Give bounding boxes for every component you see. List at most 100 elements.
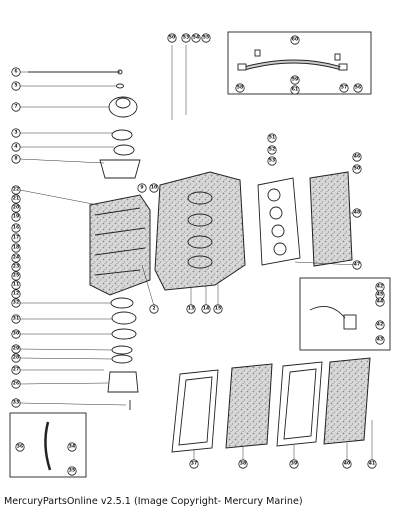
callout-circle: [11, 353, 21, 363]
callout-number: 57: [341, 85, 347, 91]
callout-33: 33: [11, 398, 21, 408]
callout-circle: [339, 83, 349, 93]
callout-number: 43: [377, 337, 383, 343]
callout-42: 42: [375, 320, 385, 330]
callout-16: 16: [11, 223, 21, 233]
callout-number: 28: [13, 355, 19, 361]
cylinder-block-part: [154, 171, 246, 291]
callout-circle: [167, 33, 177, 43]
callout-number: 33: [13, 400, 19, 406]
callout-circle: [11, 203, 21, 213]
callout-number: 40: [344, 461, 350, 467]
callout-number: 4: [14, 144, 17, 150]
callout-number: 35: [69, 468, 75, 474]
callout-61: 61: [290, 85, 300, 95]
callout-number: 3: [14, 130, 17, 136]
callout-27: 27: [11, 365, 21, 375]
callout-circle: [11, 329, 21, 339]
callout-number: 24: [13, 255, 19, 261]
callout-number: 5: [14, 83, 17, 89]
callout-8: 8: [11, 154, 21, 164]
callout-25: 25: [11, 271, 21, 281]
callout-circle: [186, 304, 196, 314]
callout-circle: [11, 128, 21, 138]
callout-number: 45: [377, 292, 383, 298]
callout-number: 51: [269, 135, 275, 141]
callout-34: 34: [67, 442, 77, 452]
callout-17: 17: [11, 233, 21, 243]
callout-number: 19: [13, 214, 19, 220]
callout-number: 58: [237, 85, 243, 91]
housing-part: [107, 371, 139, 393]
callout-circle: [181, 33, 191, 43]
callout-19: 19: [11, 212, 21, 222]
callout-6: 6: [11, 67, 21, 77]
callout-number: 56: [355, 85, 361, 91]
callout-number: 8: [14, 156, 17, 162]
lead-lines: [19, 45, 373, 461]
callout-circle: [201, 304, 211, 314]
callout-22: 22: [11, 185, 21, 195]
callout-number: 39: [291, 461, 297, 467]
callout-10: 10: [149, 183, 159, 193]
callout-circle: [67, 442, 77, 452]
gasket-part-left: [99, 159, 141, 179]
callout-18: 18: [11, 243, 21, 253]
callout-50: 50: [352, 164, 362, 174]
callout-circle: [367, 459, 377, 469]
callout-circle: [201, 33, 211, 43]
callout-number: 25: [13, 273, 19, 279]
callout-12: 12: [11, 289, 21, 299]
callout-circle: [352, 164, 362, 174]
hose-fitting-right: [338, 63, 348, 71]
callout-circle: [375, 335, 385, 345]
callout-circle: [11, 154, 21, 164]
callout-circle: [11, 243, 21, 253]
callout-number: 36: [17, 444, 23, 450]
callout-number: 30: [13, 331, 19, 337]
callout-number: 44: [377, 299, 383, 305]
parts-diagram: 6573482221201916171824232511123231302928…: [9, 31, 391, 478]
callout-circle: [267, 133, 277, 143]
callout-number: 27: [13, 367, 19, 373]
callout-40: 40: [342, 459, 352, 469]
callout-39: 39: [289, 459, 299, 469]
cover-plate-4: [323, 357, 371, 445]
callout-42: 42: [375, 282, 385, 292]
callout-46: 46: [352, 152, 362, 162]
callout-number: 10: [151, 185, 157, 191]
hose-fitting-left: [237, 63, 247, 71]
callout-15: 15: [213, 304, 223, 314]
callout-number: 15: [215, 306, 221, 312]
callout-9: 9: [137, 183, 147, 193]
callout-circle: [238, 459, 248, 469]
callout-38: 38: [238, 459, 248, 469]
callout-circle: [137, 183, 147, 193]
callout-number: 26: [13, 381, 19, 387]
callout-circle: [235, 83, 245, 93]
callout-circle: [375, 320, 385, 330]
callout-50: 50: [167, 33, 177, 43]
cover-plate-3: [276, 361, 323, 447]
callout-53: 53: [181, 33, 191, 43]
callout-24: 24: [11, 253, 21, 263]
callout-number: 22: [13, 187, 19, 193]
callout-circle: [290, 35, 300, 45]
callout-circle: [149, 183, 159, 193]
detail-box-sensor: [299, 277, 391, 351]
callout-circle: [67, 466, 77, 476]
callout-number: 53: [269, 158, 275, 164]
callout-circle: [352, 208, 362, 218]
detail-box-fuel-line: [9, 412, 87, 478]
callout-circle: [213, 304, 223, 314]
callout-circle: [375, 297, 385, 307]
callout-26: 26: [11, 379, 21, 389]
callout-circle: [11, 212, 21, 222]
callout-56: 56: [353, 83, 363, 93]
callout-number: 46: [354, 154, 360, 160]
callout-number: 6: [14, 69, 17, 75]
callout-group: 6573482221201916171824232511123231302928…: [11, 33, 385, 476]
callout-circle: [189, 459, 199, 469]
callout-circle: [11, 398, 21, 408]
callout-number: 53: [183, 35, 189, 41]
